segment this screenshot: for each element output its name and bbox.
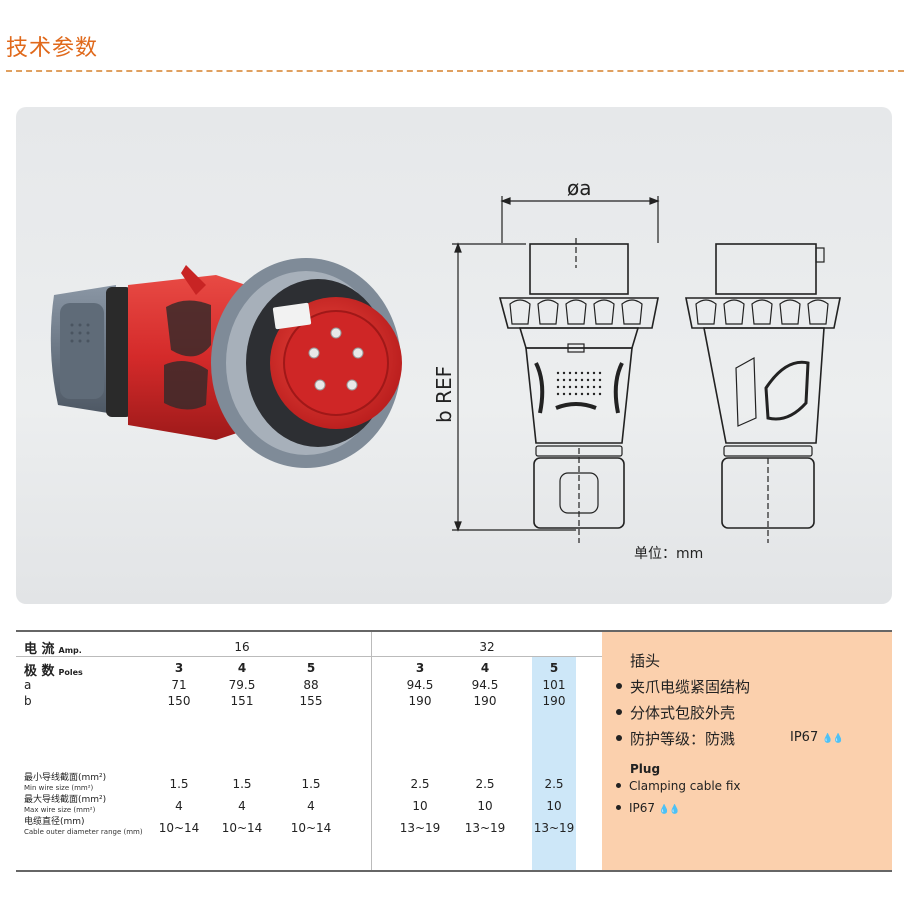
poles-value: 4: [237, 661, 247, 675]
min-wire-value: 1.5: [232, 777, 252, 791]
a-value: 79.5: [228, 678, 256, 692]
a-value: 94.5: [406, 678, 434, 692]
water-drop-icon: 💧💧: [658, 805, 680, 815]
poles-value: 5: [549, 661, 559, 675]
poles-value: 5: [306, 661, 316, 675]
min-wire-value: 2.5: [544, 777, 564, 791]
min-wire-value: 1.5: [169, 777, 189, 791]
ip-rating-cn: IP67 💧💧: [790, 730, 844, 745]
max-wire-value: 4: [238, 799, 246, 813]
feature-item-en: IP67 💧💧: [616, 801, 680, 815]
a-value: 94.5: [471, 678, 499, 692]
bullet-icon: [616, 734, 622, 741]
b-value: 155: [299, 694, 323, 708]
cable-diameter-value: 13~19: [533, 821, 575, 835]
features-panel: [602, 632, 892, 870]
a-value: 71: [171, 678, 187, 692]
bullet-icon: [616, 682, 622, 689]
feature-item: 夹爪电缆紧固结构: [616, 676, 750, 697]
a-value: 88: [303, 678, 319, 692]
min-wire-label: 最小导线截面(mm²)Min wire size (mm²): [24, 773, 107, 792]
dim-b-label: b REF: [436, 366, 456, 423]
min-wire-value: 2.5: [410, 777, 430, 791]
feature-item: 分体式包胶外壳: [616, 702, 735, 723]
current-32: 32: [479, 640, 495, 654]
amp-group-separator: [371, 632, 372, 870]
features-title-cn: 插头: [630, 652, 661, 670]
b-value: 151: [230, 694, 254, 708]
min-wire-value: 1.5: [301, 777, 321, 791]
b-value: 190: [408, 694, 432, 708]
table-bottom-border: [16, 870, 892, 872]
max-wire-value: 4: [307, 799, 315, 813]
bullet-icon: [616, 708, 622, 715]
poles-value: 4: [480, 661, 490, 675]
unit-label: 单位：mm: [634, 546, 704, 562]
cable-diameter-value: 13~19: [399, 821, 441, 835]
current-16: 16: [234, 640, 250, 654]
cable-diameter-value: 10~14: [158, 821, 200, 835]
water-drop-icon: 💧💧: [822, 734, 843, 744]
min-wire-value: 2.5: [475, 777, 495, 791]
table-top-border: [16, 630, 892, 632]
b-value: 190: [542, 694, 566, 708]
b-value: 150: [167, 694, 191, 708]
a-value: 101: [542, 678, 566, 692]
bullet-icon: [616, 805, 621, 810]
max-wire-value: 10: [546, 799, 562, 813]
plug-product-illustration: [50, 258, 402, 468]
cable-diameter-value: 10~14: [290, 821, 332, 835]
feature-item-en: Clamping cable fix: [616, 779, 741, 793]
cable-diameter-label: 电缆直径(mm)Cable outer diameter range (mm): [24, 817, 143, 836]
b-value: 190: [473, 694, 497, 708]
poles-value: 3: [174, 661, 184, 675]
page-title: 技术参数: [6, 36, 99, 61]
table-row-divider: [16, 656, 602, 657]
cable-diameter-value: 10~14: [221, 821, 263, 835]
feature-item: 防护等级：防溅: [616, 728, 735, 749]
dimension-drawing: øa b REF: [436, 176, 841, 543]
bullet-icon: [616, 783, 621, 788]
a-label: a: [24, 678, 32, 692]
max-wire-value: 10: [477, 799, 493, 813]
max-wire-value: 10: [412, 799, 428, 813]
cable-diameter-value: 13~19: [464, 821, 506, 835]
max-wire-label: 最大导线截面(mm²)Max wire size (mm²): [24, 795, 107, 814]
dim-a-label: øa: [567, 176, 592, 200]
max-wire-value: 4: [175, 799, 183, 813]
highlighted-column: [532, 657, 576, 870]
poles-value: 3: [415, 661, 425, 675]
features-title-en: Plug: [630, 762, 661, 776]
b-label: b: [24, 694, 32, 708]
title-divider: [6, 70, 904, 72]
